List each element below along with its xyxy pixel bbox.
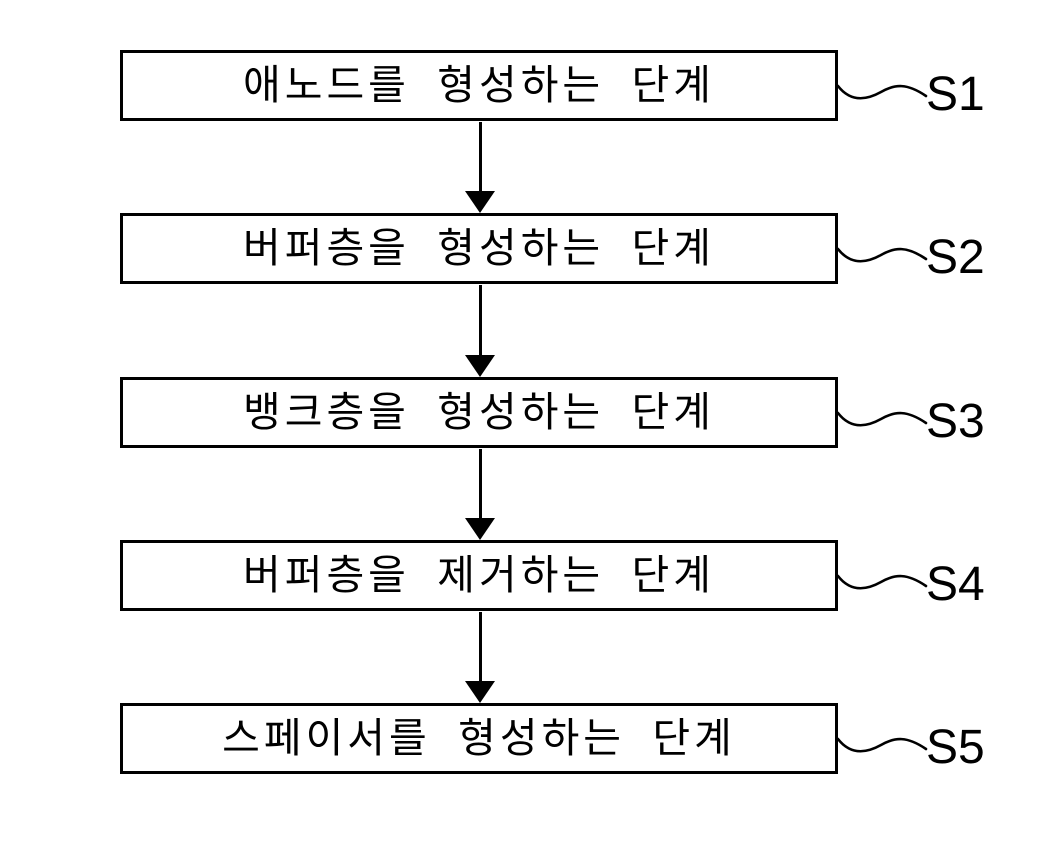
tilde-connector-icon (837, 247, 928, 263)
step-box-4: 버퍼층을 제거하는 단계 (120, 540, 838, 611)
step-tag-s5: S5 (926, 721, 985, 774)
down-arrow-3 (465, 449, 495, 540)
arrow-head-icon (465, 681, 495, 703)
step-label-2: 버퍼층을 형성하는 단계 (243, 225, 715, 271)
step-tag-s2: S2 (926, 231, 985, 284)
step-label-5: 스페이서를 형성하는 단계 (222, 715, 736, 761)
arrow-head-icon (465, 518, 495, 540)
flow-step-2: 버퍼층을 형성하는 단계 S2 (0, 213, 1044, 285)
flow-step-4: 버퍼층을 제거하는 단계 S4 (0, 540, 1044, 612)
arrow-head-icon (465, 191, 495, 213)
step-label-3: 뱅크층을 형성하는 단계 (243, 389, 715, 435)
flow-step-3: 뱅크층을 형성하는 단계 S3 (0, 377, 1044, 449)
step-label-1: 애노드를 형성하는 단계 (243, 62, 715, 108)
step-label-4: 버퍼층을 제거하는 단계 (243, 552, 715, 598)
step-box-2: 버퍼층을 형성하는 단계 (120, 213, 838, 284)
step-tag-s1: S1 (926, 68, 985, 121)
step-tag-s4: S4 (926, 558, 985, 611)
flow-step-1: 애노드를 형성하는 단계 S1 (0, 50, 1044, 122)
flow-step-5: 스페이서를 형성하는 단계 S5 (0, 703, 1044, 775)
arrow-stem (478, 285, 482, 357)
arrow-stem (478, 449, 482, 520)
tilde-connector-icon (837, 84, 928, 100)
down-arrow-4 (465, 612, 495, 703)
arrow-head-icon (465, 355, 495, 377)
step-tag-s3: S3 (926, 395, 985, 448)
down-arrow-1 (465, 122, 495, 213)
arrow-stem (478, 612, 482, 683)
tilde-connector-icon (837, 737, 928, 753)
step-box-5: 스페이서를 형성하는 단계 (120, 703, 838, 774)
tilde-connector-icon (837, 574, 928, 590)
down-arrow-2 (465, 285, 495, 377)
step-box-1: 애노드를 형성하는 단계 (120, 50, 838, 121)
step-box-3: 뱅크층을 형성하는 단계 (120, 377, 838, 448)
arrow-stem (478, 122, 482, 193)
tilde-connector-icon (837, 411, 928, 427)
